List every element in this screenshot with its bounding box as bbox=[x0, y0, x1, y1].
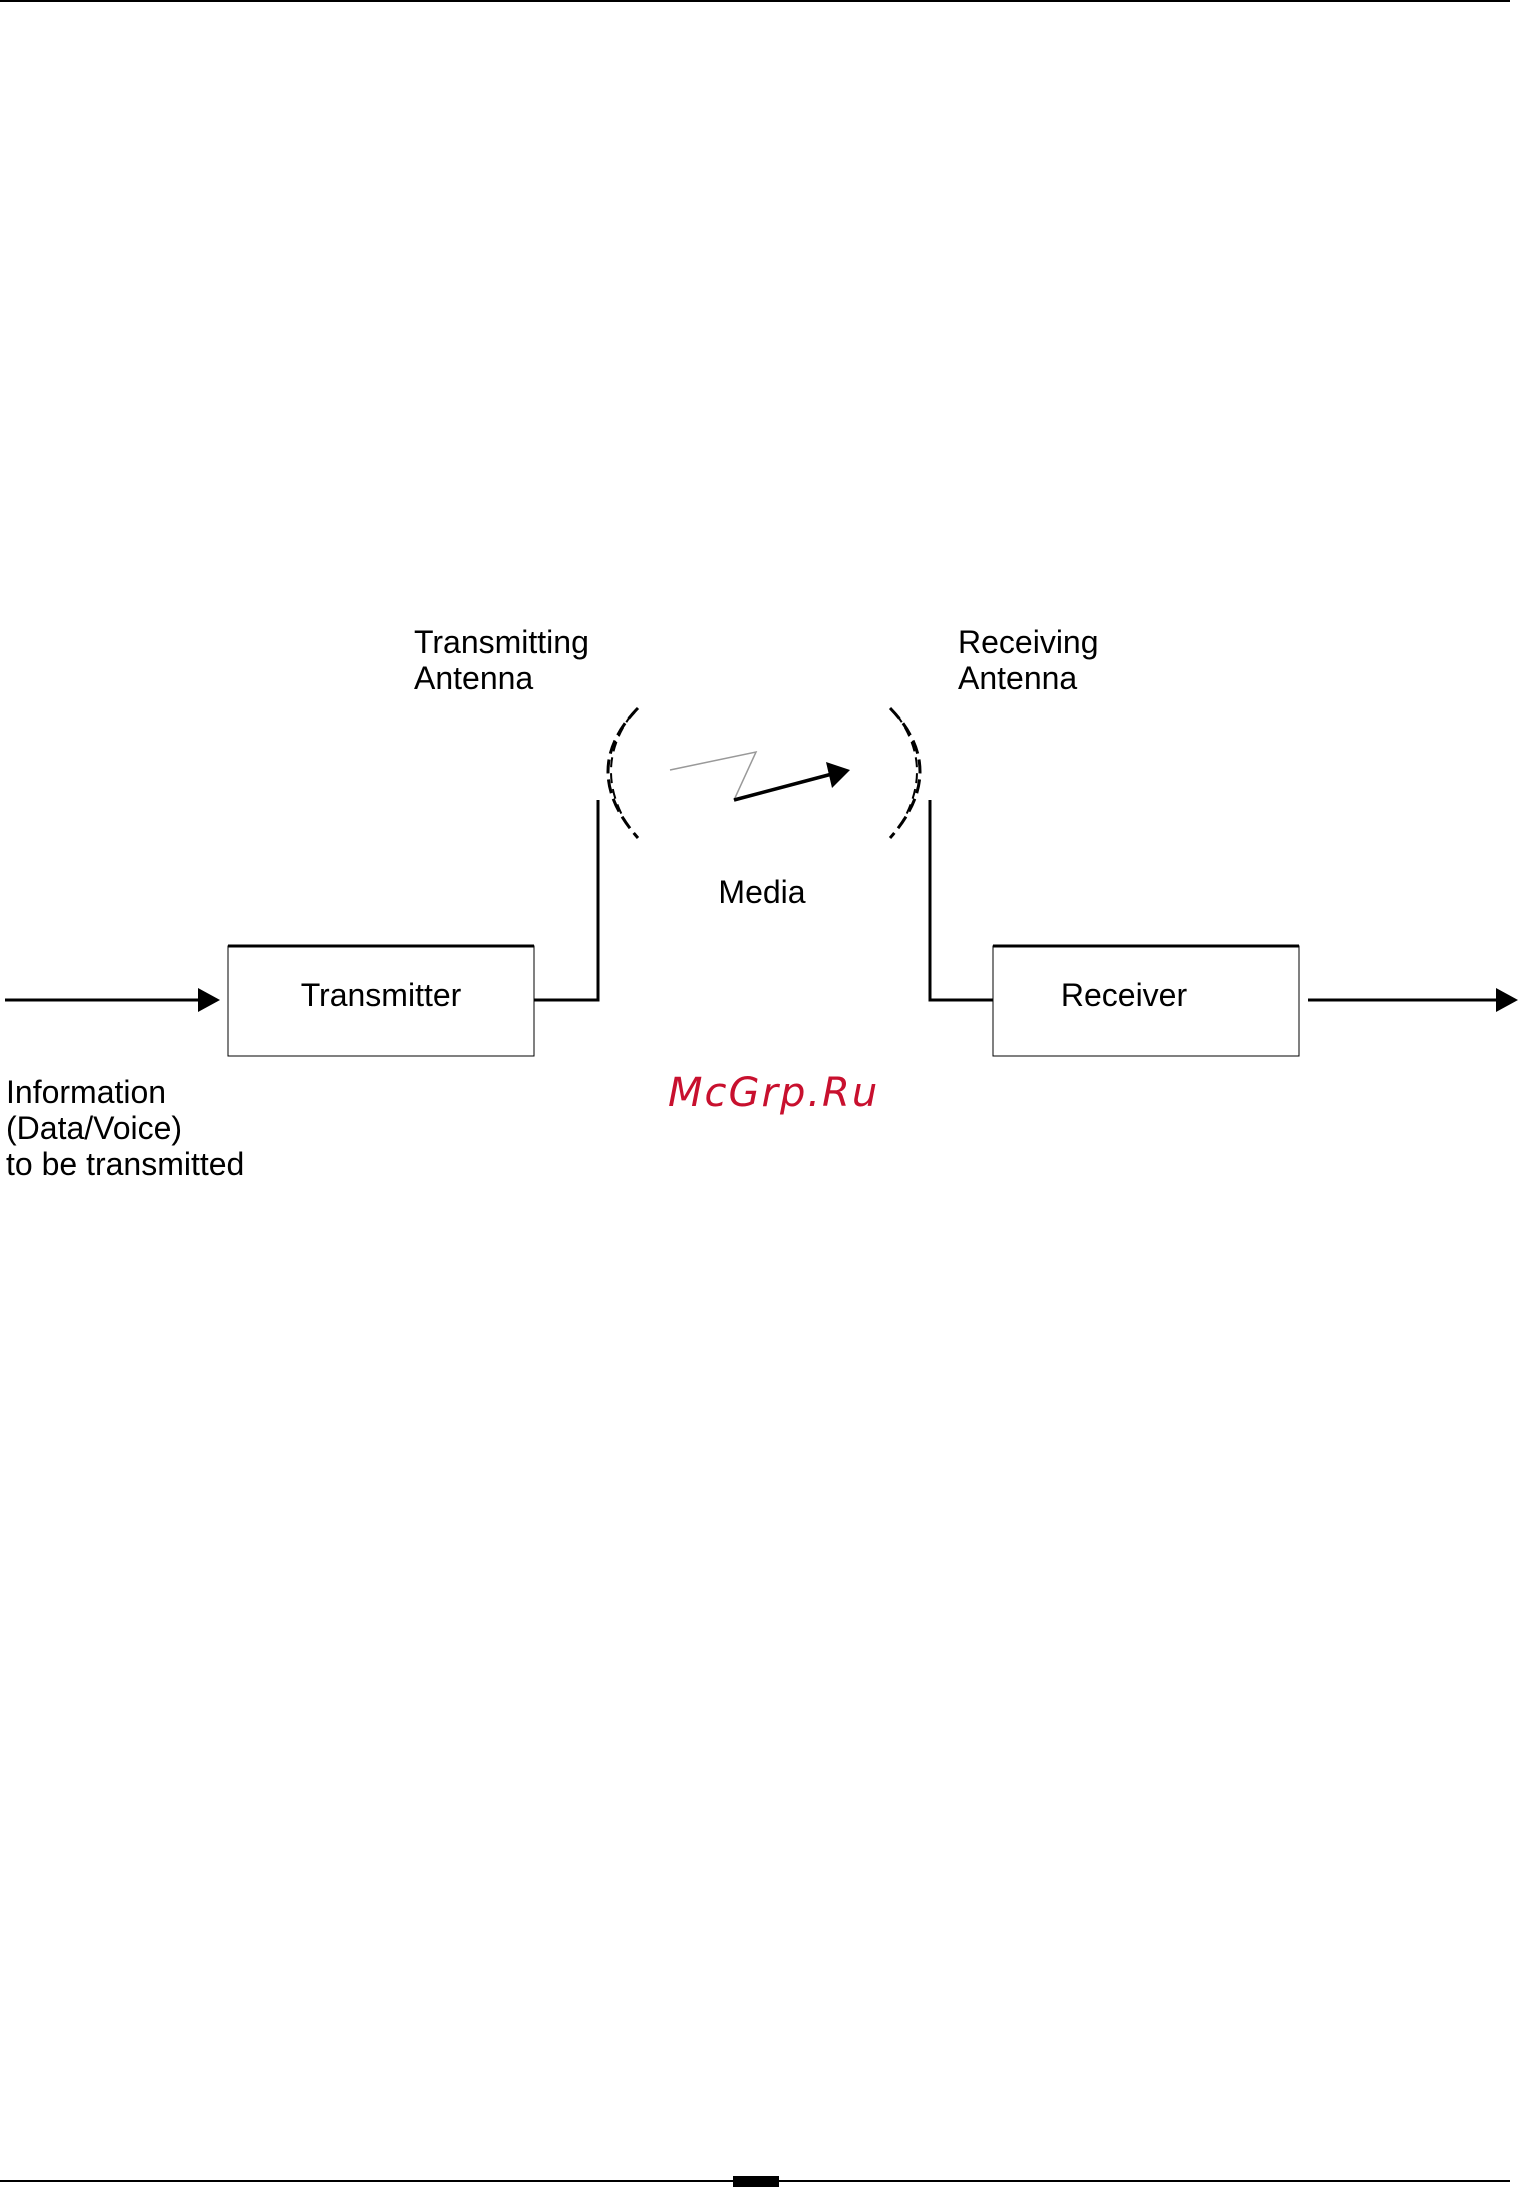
transmitter-block: Transmitter bbox=[228, 946, 534, 1056]
footer-mark bbox=[733, 2176, 779, 2187]
transmitting-antenna-label-line1: Transmitting bbox=[414, 624, 589, 660]
input-arrow bbox=[5, 988, 220, 1012]
transmitter-label: Transmitter bbox=[301, 977, 462, 1013]
transmitting-antenna-label-line2: Antenna bbox=[414, 660, 533, 696]
receiver-label: Receiver bbox=[1061, 977, 1188, 1013]
receiving-antenna-label-line1: Receiving bbox=[958, 624, 1099, 660]
transmitting-antenna-icon bbox=[608, 708, 638, 838]
watermark-logo: McGrp.Ru bbox=[668, 1070, 879, 1116]
information-label-line1: Information bbox=[6, 1074, 166, 1110]
receiving-antenna-icon bbox=[890, 708, 920, 838]
wireless-signal-icon bbox=[670, 752, 850, 800]
information-label-line2: (Data/Voice) bbox=[6, 1110, 182, 1146]
media-label: Media bbox=[718, 874, 805, 910]
receiver-block: Receiver bbox=[993, 946, 1299, 1056]
transmitter-antenna-connector bbox=[534, 800, 598, 1000]
antenna-receiver-connector bbox=[930, 800, 993, 1000]
output-arrow bbox=[1308, 988, 1518, 1012]
receiving-antenna-label-line2: Antenna bbox=[958, 660, 1077, 696]
information-label-line3: to be transmitted bbox=[6, 1146, 244, 1182]
